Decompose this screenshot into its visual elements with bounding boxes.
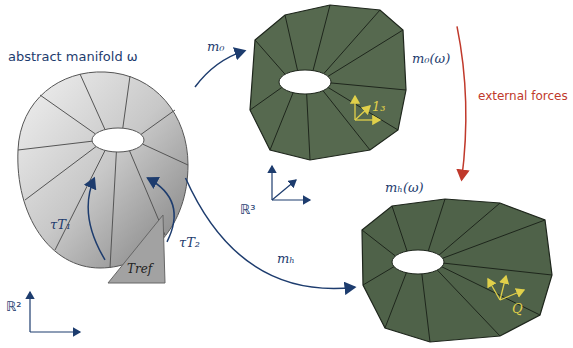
arrow-label: τT₂ xyxy=(179,236,200,251)
node-label: abstract manifold ω xyxy=(8,50,138,65)
mapping-arrow xyxy=(457,26,466,180)
node-label: Tref xyxy=(127,263,152,277)
frame-label: Q xyxy=(512,302,523,317)
mesh-edge xyxy=(444,263,552,275)
mesh-edge xyxy=(142,144,188,165)
r2-axes xyxy=(30,292,80,332)
mapping-arrow xyxy=(88,178,105,260)
mesh-edge xyxy=(362,230,395,256)
surface-region: mₕ(ω) xyxy=(355,180,560,345)
local-frame xyxy=(355,96,524,300)
manifold-region: abstract manifold ω xyxy=(5,48,195,178)
mesh-edge xyxy=(307,94,310,160)
mapping-arrow xyxy=(195,51,245,87)
mesh-edge xyxy=(313,5,330,71)
arrow-label: m₀ xyxy=(207,40,225,55)
reference-triangle-outline xyxy=(108,215,165,283)
deformed-surface xyxy=(250,5,406,160)
mesh-edge xyxy=(250,87,282,110)
space-label: ℝ² xyxy=(6,300,22,315)
mesh-edge xyxy=(55,150,105,250)
mesh-edge xyxy=(123,76,130,128)
mesh-edge xyxy=(363,267,394,285)
mesh-edge xyxy=(324,10,380,74)
mesh-edge xyxy=(439,203,500,255)
mapping-arrow xyxy=(186,178,356,288)
mesh-edge xyxy=(428,199,445,251)
mesh-edge xyxy=(18,141,92,150)
surface-hole xyxy=(392,250,444,274)
surface-hole xyxy=(92,128,144,152)
node-label: m₀(ω) xyxy=(412,52,450,67)
space-label: ℝ³ xyxy=(240,203,256,218)
mesh-edge xyxy=(443,220,545,258)
mesh-edge xyxy=(110,152,116,268)
arrow-label: mₕ xyxy=(277,252,295,267)
mesh-edge xyxy=(270,93,293,150)
mesh-edge xyxy=(331,83,406,90)
mesh-edge xyxy=(255,40,285,74)
mesh-edge xyxy=(437,270,500,336)
node-label: mₕ(ω) xyxy=(385,181,424,196)
mesh-edge xyxy=(25,147,96,200)
mesh-edge xyxy=(328,30,403,76)
mesh-edge xyxy=(40,95,95,134)
arrow-label: τT₁ xyxy=(50,218,71,233)
mesh-edge xyxy=(285,15,298,71)
mesh-edge xyxy=(328,88,398,130)
r3-axes xyxy=(272,166,310,200)
deformed-surface xyxy=(362,199,552,342)
arrow-label: external forces xyxy=(478,90,568,104)
mesh-edge xyxy=(385,273,406,328)
surface-hole xyxy=(279,70,331,94)
surface-region: m₀(ω) xyxy=(245,2,457,164)
mesh-edge xyxy=(392,206,407,251)
reference-triangle: Tref xyxy=(105,213,167,285)
mesh-edge xyxy=(141,110,175,134)
mesh-edge xyxy=(80,74,105,130)
frame-label: 1₃ xyxy=(372,100,385,115)
mesh-edge xyxy=(422,274,430,342)
